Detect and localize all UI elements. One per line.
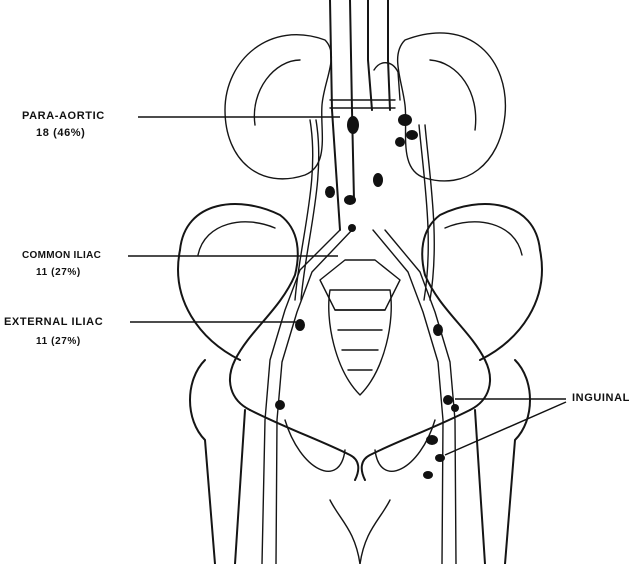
ureters [295, 100, 434, 300]
inguinal-leader-lower [445, 402, 566, 455]
femurs [190, 360, 530, 564]
external-iliac-count: 11 (27%) [36, 336, 81, 348]
common-iliac-label: COMMON ILIAC [22, 250, 101, 262]
para-aortic-count: 18 (46%) [36, 127, 85, 139]
pelvis [178, 204, 542, 480]
great-vessels [330, 0, 400, 230]
leader-lines [128, 117, 566, 455]
external-iliac-label: EXTERNAL ILIAC [4, 316, 103, 328]
para-aortic-label: PARA-AORTIC [22, 110, 105, 122]
inguinal-label: INGUINAL [572, 392, 630, 404]
common-iliac-count: 11 (27%) [36, 267, 81, 279]
kidneys [225, 33, 505, 181]
